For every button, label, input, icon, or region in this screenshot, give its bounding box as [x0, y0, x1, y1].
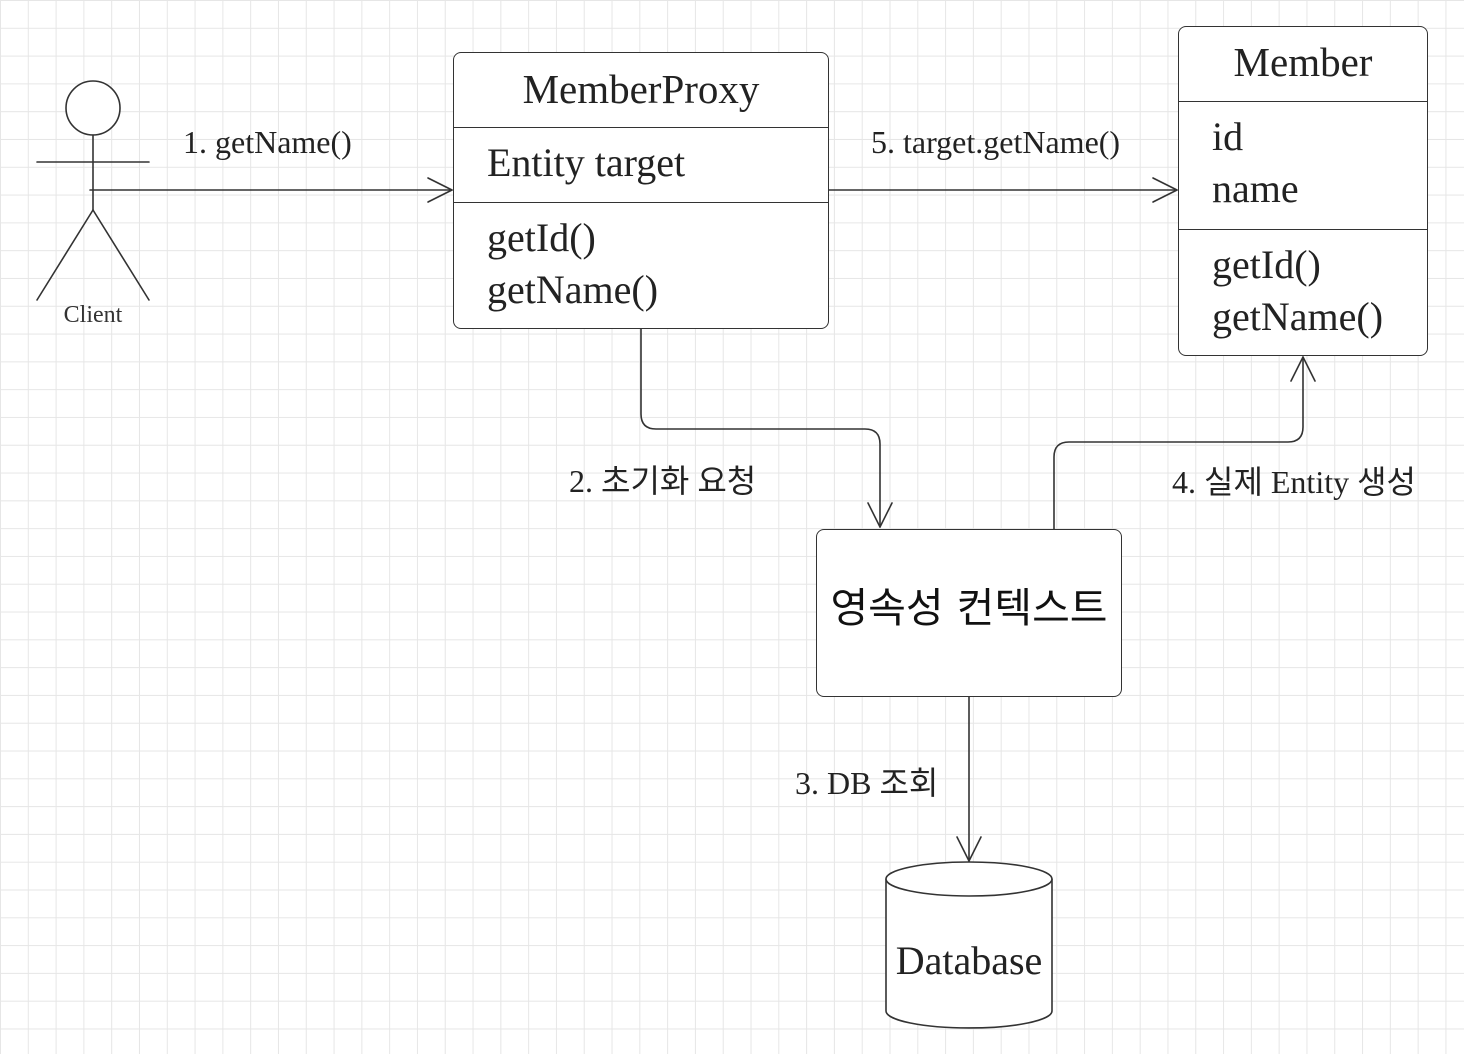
member-fields: id name — [1179, 102, 1427, 230]
arrow-get-name — [89, 177, 453, 203]
member-field: name — [1212, 166, 1299, 211]
member-proxy-methods: getId() getName() — [454, 203, 828, 316]
step1-label: 1. getName() — [183, 124, 352, 160]
arrow-db-query — [956, 696, 982, 862]
client-label: Client — [63, 302, 123, 328]
member-title: Member — [1179, 27, 1427, 102]
database-label: Database — [895, 938, 1043, 983]
member-methods: getId() getName() — [1179, 230, 1427, 343]
step2-label: 2. 초기화 요청 — [569, 463, 757, 499]
persistence-context-label-wrap: 영속성 컨텍스트 — [817, 574, 1121, 634]
member-field: id — [1212, 114, 1244, 159]
member-method: getName() — [1212, 294, 1384, 339]
actor-figure — [36, 80, 150, 301]
persistence-context-label: 영속성 컨텍스트 — [830, 584, 1108, 632]
step4-label: 4. 실제 Entity 생성 — [1172, 464, 1416, 500]
step5-label: 5. target.getName() — [871, 124, 1121, 160]
member-method: getId() — [1212, 242, 1321, 287]
member-class: Member id name getId() getName() — [1178, 26, 1428, 356]
arrow-init-request — [640, 328, 893, 528]
member-proxy-method: getName() — [487, 267, 659, 312]
member-proxy-method: getId() — [487, 215, 596, 260]
member-proxy-title: MemberProxy — [454, 53, 828, 128]
arrow-create-entity — [1053, 356, 1316, 530]
member-proxy-field: Entity target — [487, 140, 686, 185]
database-cylinder — [885, 861, 1053, 1029]
arrow-target-get-name — [828, 177, 1178, 203]
step3-label: 3. DB 조회 — [795, 765, 939, 801]
member-proxy-fields: Entity target — [454, 128, 828, 203]
persistence-context-box: 영속성 컨텍스트 — [816, 529, 1122, 697]
member-proxy-class: MemberProxy Entity target getId() getNam… — [453, 52, 829, 329]
